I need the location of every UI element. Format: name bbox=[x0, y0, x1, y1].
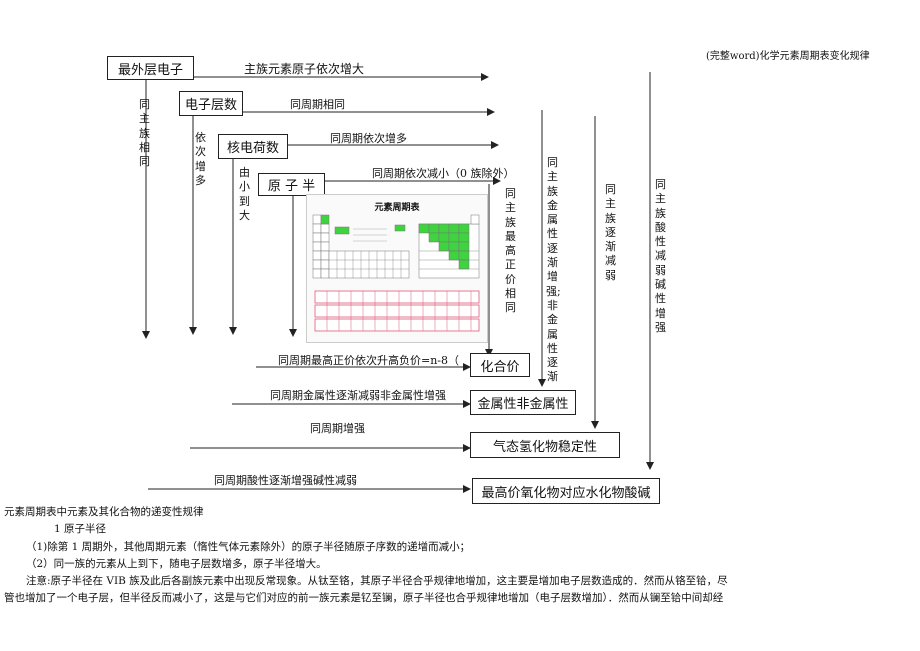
periodic-table-grid bbox=[312, 214, 480, 332]
label-row1: 主族元素原子依次增大 bbox=[244, 62, 365, 76]
rule-item-1: （1)除第 1 周期外，其他周期元素（惰性气体元素除外）的原子半径随原子序数的递… bbox=[26, 541, 471, 553]
label-hydride-row: 同周期增强 bbox=[310, 422, 365, 435]
box-outer-electrons: 最外层电子 bbox=[107, 56, 194, 80]
section-atomic-radius: 1 原子半径 bbox=[54, 523, 107, 535]
vlabel-v2: 依次增多 bbox=[195, 131, 206, 187]
label-row4: 同周期依次减小（0 族除外） bbox=[372, 167, 515, 180]
label-row3: 同周期依次增多 bbox=[330, 132, 407, 145]
vlabel-v4: 同主族最高正价相同 bbox=[505, 187, 516, 315]
body-heading: 元素周期表中元素及其化合物的递变性规律 bbox=[4, 506, 204, 518]
document-title: (完整word)化学元素周期表变化规律 bbox=[706, 51, 870, 62]
box-nuclear-charge: 核电荷数 bbox=[218, 134, 288, 159]
vlabel-v1: 同主族相同 bbox=[139, 98, 150, 169]
periodic-table-image: 元素周期表 bbox=[306, 194, 488, 343]
label-valence-row: 同周期最高正价依次升高负价=n-8（ bbox=[278, 354, 460, 367]
box-electron-shells: 电子层数 bbox=[179, 91, 243, 116]
vlabel-v7: 同主族酸性减弱碱性增强 bbox=[655, 178, 666, 334]
label-acid-row: 同周期酸性逐渐增强碱性减弱 bbox=[214, 474, 357, 487]
vlabel-v3: 由小到大 bbox=[239, 166, 250, 222]
periodic-table-title: 元素周期表 bbox=[374, 203, 420, 213]
label-metal-row: 同周期金属性逐渐减弱非金属性增强 bbox=[270, 389, 446, 402]
box-atomic-radius: 原 子 半 bbox=[258, 173, 325, 196]
rule-item-2: （2）同一族的元素从上到下，随电子层数增多，原子半径增大。 bbox=[26, 558, 327, 570]
vlabel-v5: 同主族金属性逐渐增强;非金属性逐渐 bbox=[546, 156, 561, 384]
box-metallic: 金属性非金属性 bbox=[470, 390, 576, 415]
box-hydride-stability: 气态氢化物稳定性 bbox=[470, 432, 620, 458]
label-row2: 同周期相同 bbox=[290, 98, 345, 111]
vlabel-v6: 同主族逐渐减弱 bbox=[605, 183, 616, 282]
note-line-1: 注意:原子半径在 VIB 族及此后各副族元素中出现反常现象。从钛至铬，其原子半径… bbox=[26, 575, 728, 587]
note-line-2: 管也增加了一个电子层，但半径反而减小了，这是与它们对应的前一族元素是钇至镧，原子… bbox=[4, 592, 724, 604]
box-hydroxide-acidity: 最高价氧化物对应水化物酸碱 bbox=[472, 478, 660, 504]
box-valence: 化合价 bbox=[470, 353, 530, 377]
